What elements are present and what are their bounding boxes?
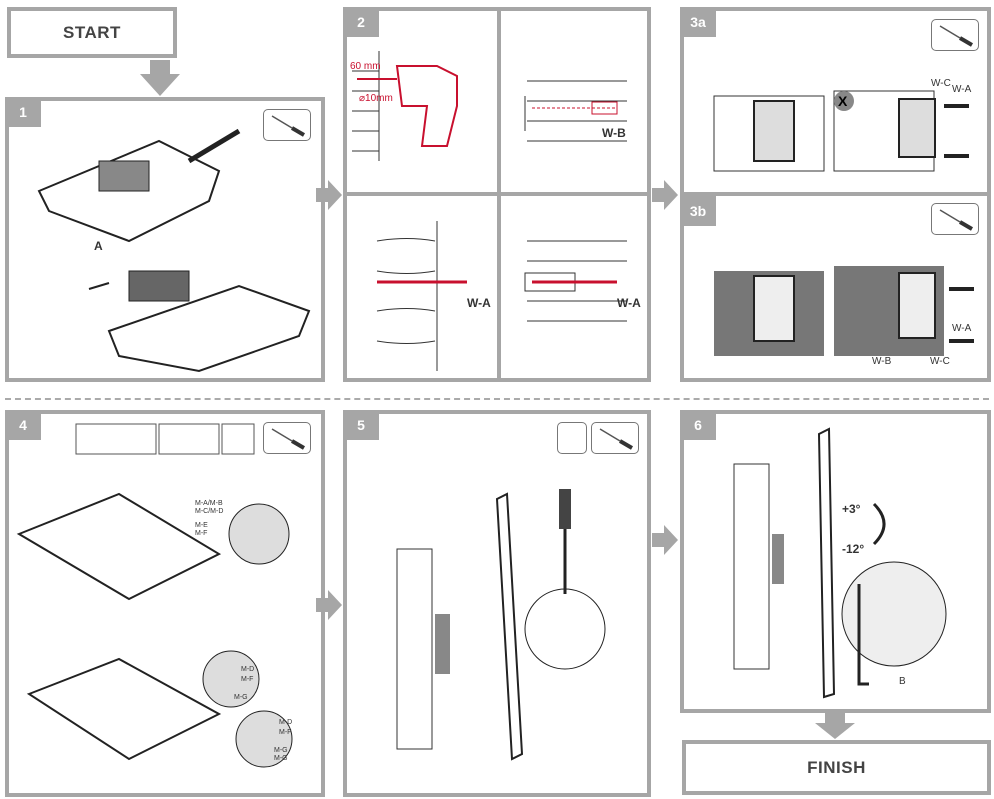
- tilt-up-label: +3°: [842, 502, 861, 516]
- hang-tv-illustration: [396, 489, 606, 761]
- step-3-panel: 3a 3b X W-C W-A W-B W-C W-A: [680, 7, 991, 382]
- screwdriver-icon: [263, 109, 311, 141]
- svg-text:X: X: [838, 93, 848, 109]
- washer-label: W-C: [930, 356, 950, 367]
- screw-label: W-A: [617, 296, 641, 310]
- arrow-down-icon: [140, 60, 180, 96]
- section-divider: [5, 398, 989, 400]
- step-1-panel: 1 A: [5, 97, 325, 382]
- washer-label: M-F: [241, 676, 254, 683]
- step-number: 2: [343, 7, 379, 37]
- screwdriver-icon: [931, 203, 979, 235]
- arrow-right-icon: [316, 590, 342, 620]
- screw-label: W-A: [952, 323, 972, 334]
- tilt-down-label: -12°: [842, 542, 865, 556]
- step-number: 5: [343, 410, 379, 440]
- start-label: START: [7, 7, 177, 58]
- arrow-down-icon: [815, 713, 855, 739]
- step-number: 3a: [680, 7, 716, 37]
- part-label-a: A: [94, 239, 103, 253]
- step-number: 3b: [680, 196, 716, 226]
- screwdriver-icon: [263, 422, 311, 454]
- anchor-label: W-B: [602, 126, 626, 140]
- step-number: 6: [680, 410, 716, 440]
- two-people-icon: [557, 422, 587, 454]
- arrow-right-icon: [652, 525, 678, 555]
- screwdriver-icon: [591, 422, 639, 454]
- allen-key-label: B: [899, 676, 906, 687]
- screw-label: W-A: [467, 296, 491, 310]
- tv-back-illustration: [16, 423, 293, 768]
- step-number: 4: [5, 410, 41, 440]
- spacer-label: M-G: [274, 755, 288, 762]
- step-6-panel: 6 +3° -12° B: [680, 410, 991, 713]
- bolt-label: M-D: [279, 719, 293, 726]
- tilt-adjust-illustration: [733, 427, 947, 699]
- spacer-label: M-G: [234, 694, 248, 701]
- screw-label: W-A: [952, 84, 972, 95]
- washer-label: M-F: [279, 729, 292, 736]
- drill-diameter: ⌀10mm: [359, 93, 393, 104]
- bolt-label: M-D: [241, 666, 255, 673]
- mount-plate-illustration: [37, 128, 311, 373]
- drilling-illustration: [352, 51, 627, 371]
- anchor-label: W-B: [872, 356, 892, 367]
- arrow-right-icon: [652, 180, 678, 210]
- screwdriver-icon: [931, 19, 979, 51]
- finish-label: FINISH: [682, 740, 991, 795]
- wall-plate-illustration: X: [713, 90, 974, 356]
- arrow-right-icon: [316, 180, 342, 210]
- washer-label: W-C: [931, 78, 951, 89]
- step-number: 1: [5, 97, 41, 127]
- step-5-panel: 5: [343, 410, 651, 797]
- step-2-panel: 2 60 mm ⌀10mm W-B W-A W-A: [343, 7, 651, 382]
- drill-depth: 60 mm: [350, 61, 381, 72]
- spacer-label: M-G: [274, 747, 288, 754]
